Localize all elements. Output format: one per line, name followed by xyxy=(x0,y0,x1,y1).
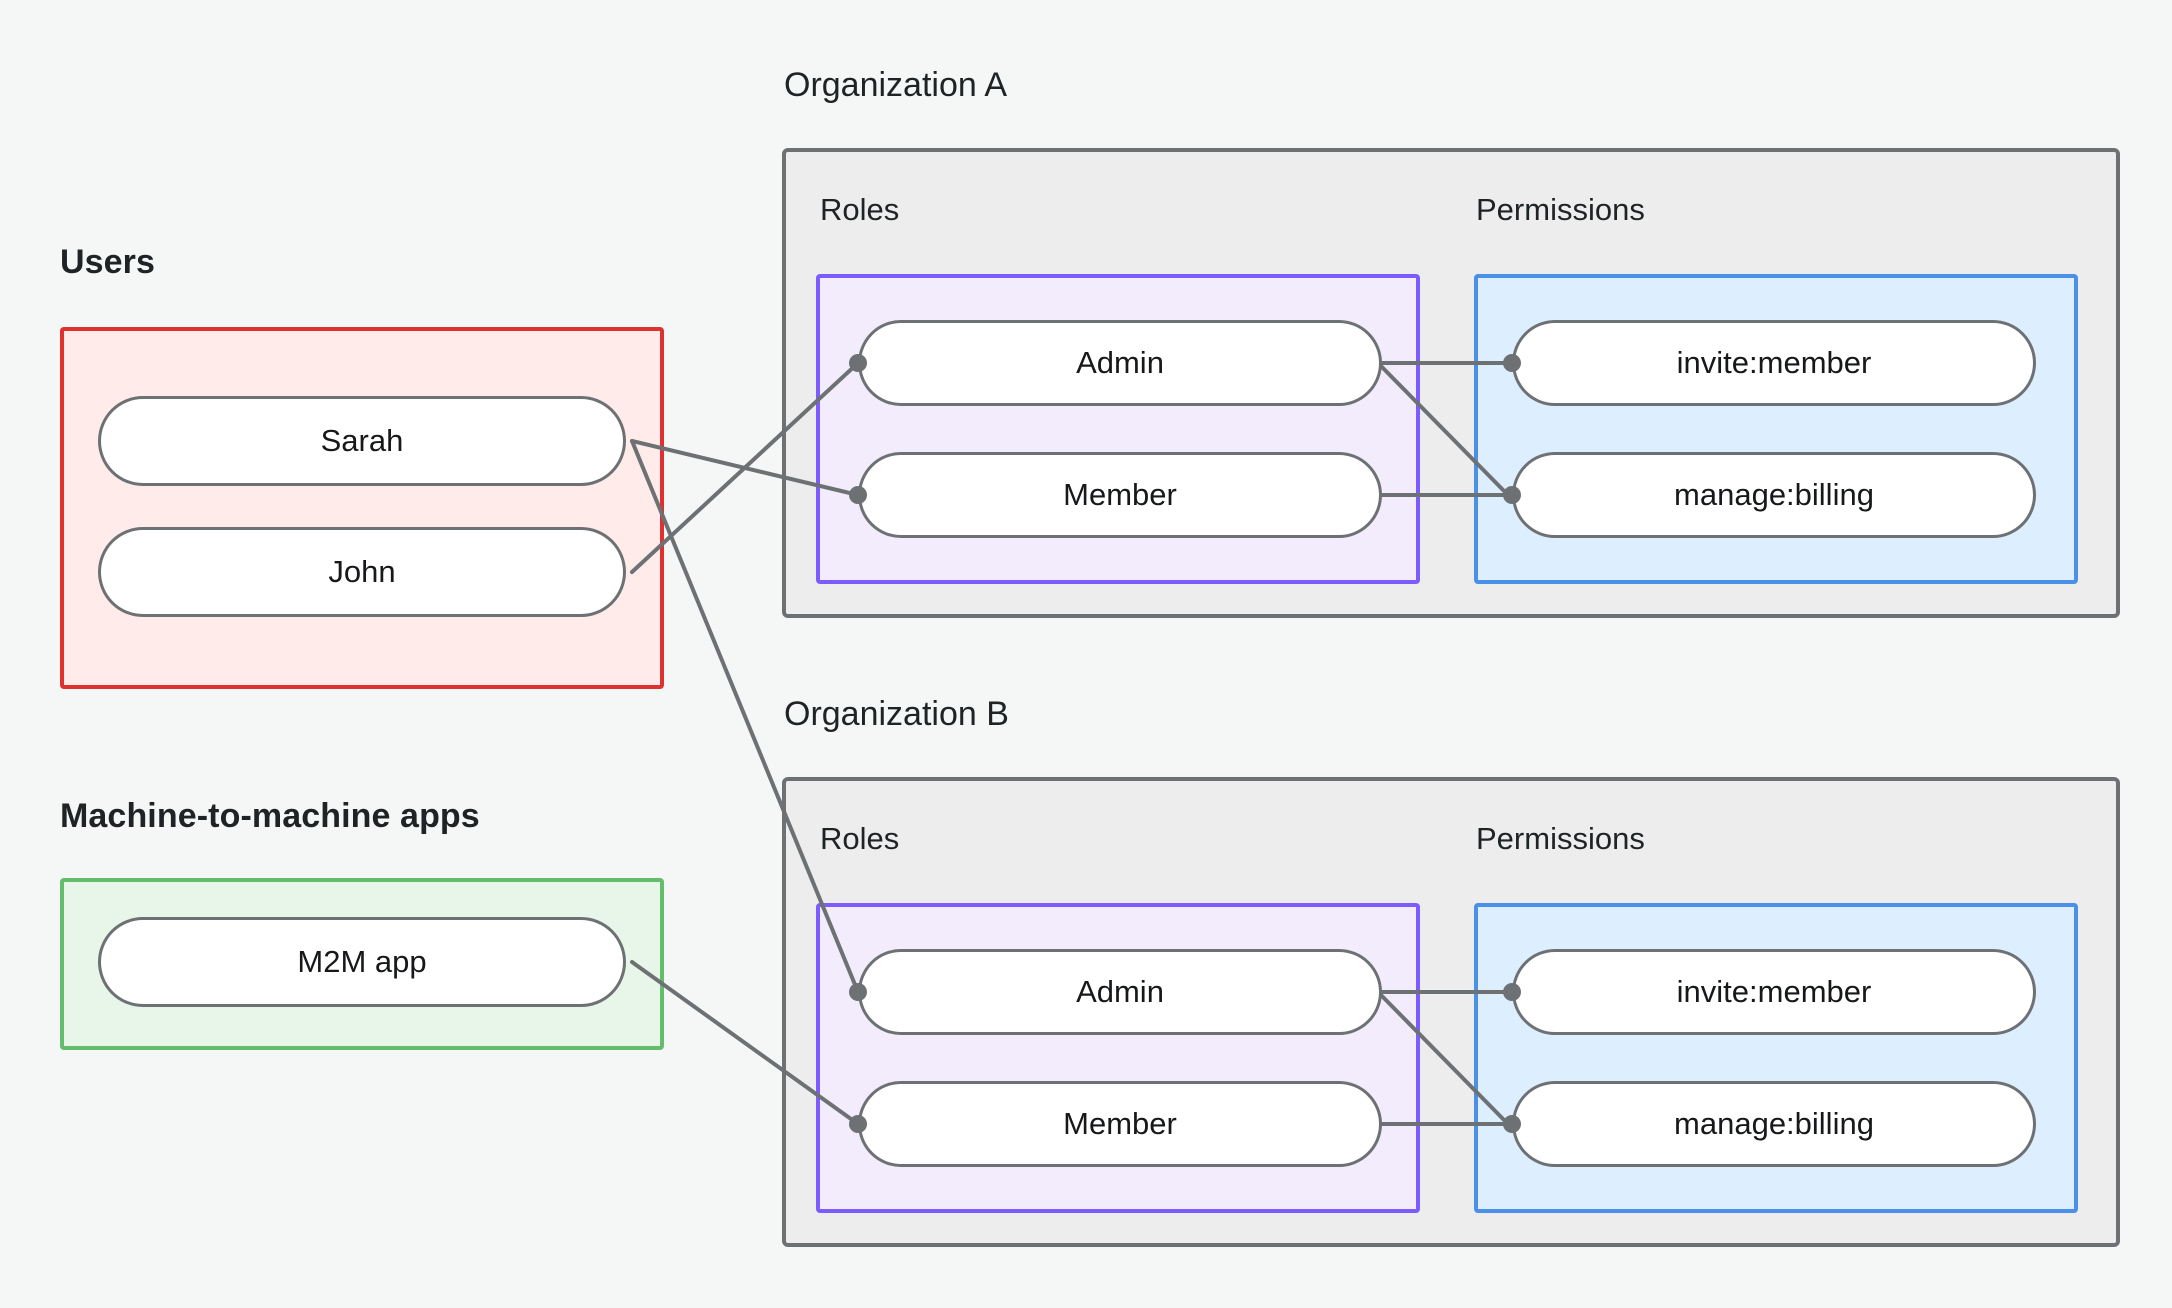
user-node-sarah[interactable]: Sarah xyxy=(98,396,626,486)
org-b-permission-manage-billing-label: manage:billing xyxy=(1674,1106,1874,1141)
org-a-permission-invite-member-label: invite:member xyxy=(1676,345,1872,380)
connector-dot-org-a-admin-in xyxy=(849,354,867,372)
org-a-permissions-label: Permissions xyxy=(1476,192,1645,227)
org-b-permissions-label: Permissions xyxy=(1476,821,1645,856)
org-a-role-member[interactable]: Member xyxy=(858,452,1382,538)
user-node-john-label: John xyxy=(328,554,396,589)
connector-dot-org-a-member-in xyxy=(849,486,867,504)
org-a-permission-invite-member[interactable]: invite:member xyxy=(1512,320,2036,406)
org-b-role-member[interactable]: Member xyxy=(858,1081,1382,1167)
org-b-permission-invite-member[interactable]: invite:member xyxy=(1512,949,2036,1035)
org-a-roles-label: Roles xyxy=(820,192,900,227)
org-b-permission-invite-member-label: invite:member xyxy=(1676,974,1872,1009)
m2m-node-app[interactable]: M2M app xyxy=(98,917,626,1007)
connector-dot-org-b-manage-billing-in xyxy=(1503,1115,1521,1133)
user-node-john[interactable]: John xyxy=(98,527,626,617)
org-a-permission-manage-billing[interactable]: manage:billing xyxy=(1512,452,2036,538)
m2m-heading: Machine-to-machine apps xyxy=(60,797,480,835)
connector-dot-org-b-member-in xyxy=(849,1115,867,1133)
connector-dot-org-a-manage-billing-in xyxy=(1503,486,1521,504)
connector-dot-org-a-invite-member-in xyxy=(1503,354,1521,372)
users-group xyxy=(60,327,664,689)
org-b-permission-manage-billing[interactable]: manage:billing xyxy=(1512,1081,2036,1167)
org-a-role-admin[interactable]: Admin xyxy=(858,320,1382,406)
org-a-heading: Organization A xyxy=(784,66,1008,104)
org-a-role-member-label: Member xyxy=(1063,477,1177,512)
org-b-heading: Organization B xyxy=(784,695,1009,733)
m2m-node-app-label: M2M app xyxy=(297,944,427,979)
org-b-roles-label: Roles xyxy=(820,821,900,856)
connector-dot-org-b-admin-in xyxy=(849,983,867,1001)
org-a-permission-manage-billing-label: manage:billing xyxy=(1674,477,1874,512)
org-b-role-member-label: Member xyxy=(1063,1106,1177,1141)
org-b-role-admin-label: Admin xyxy=(1076,974,1164,1009)
connector-dot-org-b-invite-member-in xyxy=(1503,983,1521,1001)
user-node-sarah-label: Sarah xyxy=(320,423,404,458)
org-a-role-admin-label: Admin xyxy=(1076,345,1164,380)
org-b-role-admin[interactable]: Admin xyxy=(858,949,1382,1035)
users-heading: Users xyxy=(60,243,156,281)
